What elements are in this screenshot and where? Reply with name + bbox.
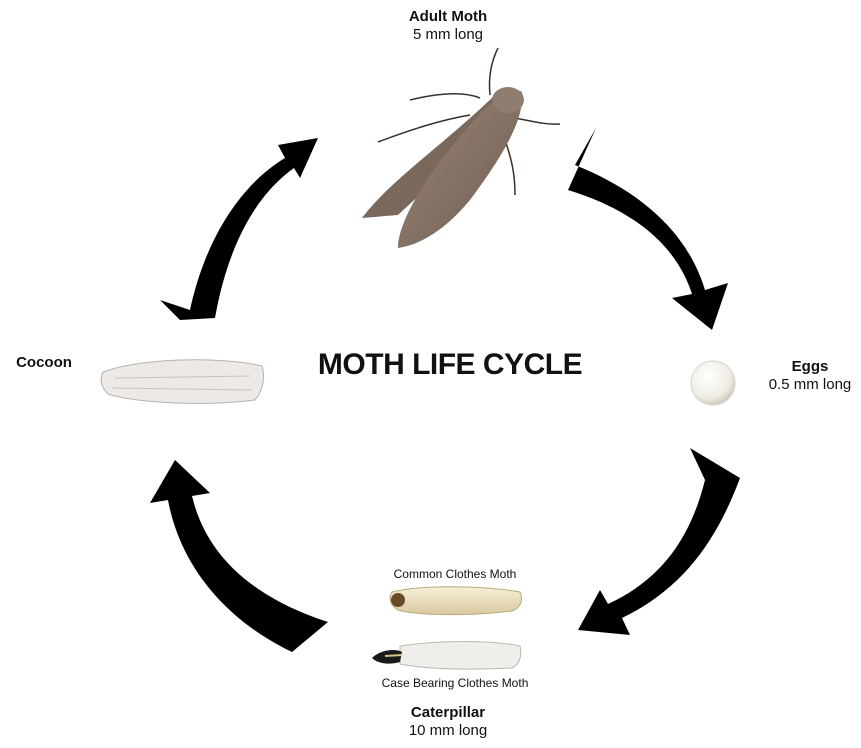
cocoon-name: Cocoon <box>4 354 84 372</box>
arrow-eggs-to-caterpillar <box>578 448 740 635</box>
case-bearing-clothes-moth-larva <box>372 642 521 670</box>
case-bearing-clothes-moth-label: Case Bearing Clothes Moth <box>355 676 555 690</box>
egg-illustration <box>691 361 735 405</box>
arrow-adult-to-eggs <box>568 128 728 330</box>
adult-moth-label: Adult Moth 5 mm long <box>368 8 528 44</box>
caterpillar-name: Caterpillar <box>368 704 528 722</box>
cocoon-illustration <box>101 360 263 404</box>
common-clothes-moth-larva <box>390 587 522 615</box>
cocoon-label: Cocoon <box>4 354 84 372</box>
adult-moth-name: Adult Moth <box>368 8 528 26</box>
arrow-cocoon-to-adult <box>160 138 318 320</box>
eggs-size: 0.5 mm long <box>760 376 860 394</box>
adult-moth-size: 5 mm long <box>368 26 528 44</box>
diagram-title: MOTH LIFE CYCLE <box>300 348 600 382</box>
arrow-caterpillar-to-cocoon <box>150 460 328 652</box>
eggs-label: Eggs 0.5 mm long <box>760 358 860 394</box>
caterpillar-label: Caterpillar 10 mm long <box>368 704 528 740</box>
adult-moth-illustration <box>362 48 560 248</box>
caterpillar-size: 10 mm long <box>368 722 528 740</box>
common-clothes-moth-label: Common Clothes Moth <box>370 567 540 581</box>
eggs-name: Eggs <box>760 358 860 376</box>
